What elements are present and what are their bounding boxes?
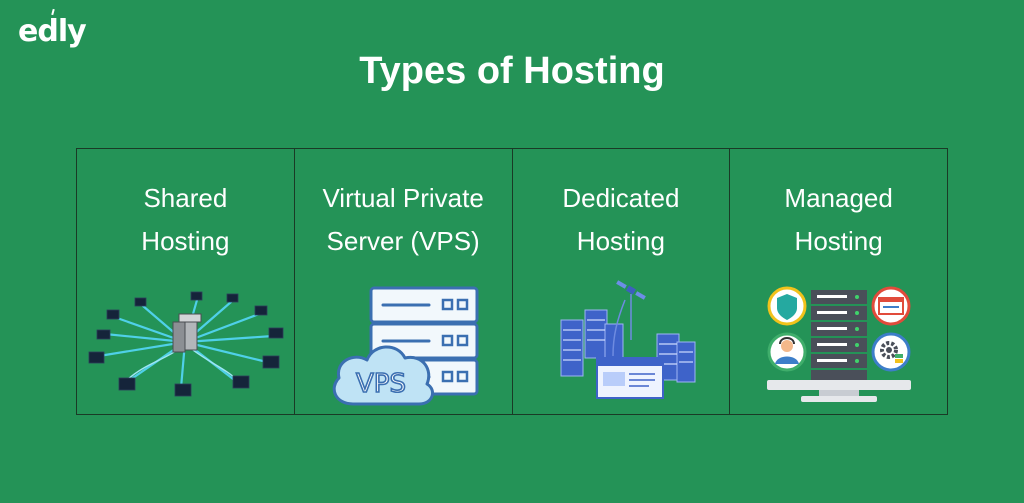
card-label-line2: Hosting: [576, 226, 665, 256]
card-label-line1: Shared: [143, 183, 228, 213]
card-label-line2: Server (VPS): [326, 226, 480, 256]
card-shared-hosting: Shared Hosting: [77, 149, 295, 414]
dedicated-server-racks-icon: [560, 280, 696, 399]
card-label: Managed Hosting: [730, 177, 947, 263]
shared-hosting-network-icon: [88, 291, 284, 397]
card-label-line1: Managed: [784, 183, 893, 213]
hosting-types-grid: Shared Hosting: [76, 148, 948, 415]
edly-logo: edly: [18, 14, 87, 49]
card-label: Virtual Private Server (VPS): [295, 177, 512, 263]
card-managed-hosting: Managed Hosting: [730, 149, 947, 414]
card-label-line1: Virtual Private: [322, 183, 484, 213]
card-dedicated-hosting: Dedicated Hosting: [513, 149, 731, 414]
card-label-line2: Hosting: [141, 226, 230, 256]
card-label: Shared Hosting: [77, 177, 294, 263]
card-label: Dedicated Hosting: [513, 177, 730, 263]
card-label-line1: Dedicated: [562, 183, 680, 213]
card-label-line2: Hosting: [794, 226, 883, 256]
managed-hosting-monitor-icon: [766, 286, 911, 402]
card-vps: Virtual Private Server (VPS): [295, 149, 513, 414]
page-title: Types of Hosting: [359, 50, 665, 92]
vps-badge-text: VPS: [356, 369, 406, 399]
vps-server-cloud-icon: VPS: [332, 286, 479, 406]
